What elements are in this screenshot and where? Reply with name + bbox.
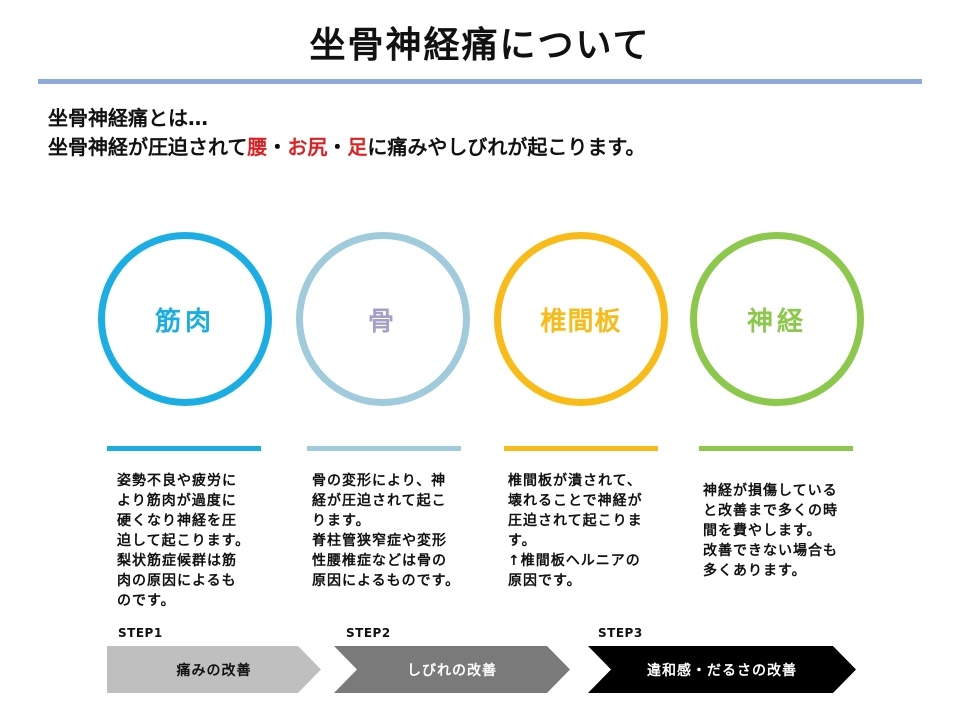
highlight-waist: 腰 [247, 135, 268, 159]
step-label-3: STEP3 [598, 626, 643, 640]
step-arrow-1: 痛みの改善 [107, 646, 321, 693]
intro-text: 坐骨神経痛とは… 坐骨神経が圧迫されて腰・お尻・足に痛みやしびれが起こります。 [48, 104, 645, 162]
step-arrow-3: 違和感・だるさの改善 [588, 646, 856, 693]
cause-circle-disc: 椎間板 [494, 232, 668, 406]
cause-description-nerve: 神経が損傷している と改善まで多くの時 間を費やします。 改善できない場合も 多… [703, 483, 838, 579]
highlight-buttocks: お尻 [287, 135, 328, 159]
cause-label-nerve: 神経 [746, 306, 807, 337]
cause-circle-muscle: 筋肉 [98, 232, 272, 406]
step-label-2: STEP2 [346, 626, 391, 640]
divider-nerve [699, 446, 853, 451]
step-text-3: 違和感・だるさの改善 [647, 662, 797, 679]
divider-bone [307, 446, 461, 451]
intro-separator: ・ [327, 135, 348, 159]
step-label-1: STEP1 [118, 626, 163, 640]
cause-label-disc: 椎間板 [540, 306, 622, 337]
step-arrow-2: しびれの改善 [334, 646, 570, 693]
step-text-2: しびれの改善 [407, 662, 497, 679]
cause-circle-nerve: 神経 [690, 232, 864, 406]
title-underline [38, 79, 922, 84]
step-text-1: 痛みの改善 [176, 662, 252, 679]
highlight-legs: 足 [347, 135, 368, 159]
intro-line-1: 坐骨神経痛とは… [48, 106, 208, 130]
intro-prefix: 坐骨神経が圧迫されて [48, 135, 248, 159]
divider-muscle [107, 446, 261, 451]
page-title: 坐骨神経痛について [309, 25, 651, 66]
intro-suffix: に痛みやしびれが起こります。 [367, 135, 646, 159]
cause-description-disc: 椎間板が潰されて、 壊れることで神経が 圧迫されて起こりま す。 ↑椎間板ヘルニ… [508, 473, 643, 589]
cause-description-bone: 骨の変形により、神 経が圧迫されて起こ ります。 脊柱管狭窄症や変形 性腰椎症な… [312, 473, 461, 589]
intro-separator: ・ [267, 135, 288, 159]
cause-label-muscle: 筋肉 [154, 306, 215, 337]
cause-circle-bone: 骨 [296, 232, 470, 406]
cause-description-muscle: 姿勢不良や疲労に より筋肉が過度に 硬くなり神経を圧 迫して起こります。 梨状筋… [117, 473, 251, 609]
cause-label-bone: 骨 [367, 306, 398, 337]
divider-disc [504, 446, 658, 451]
intro-line-2: 坐骨神経が圧迫されて腰・お尻・足に痛みやしびれが起こります。 [48, 133, 645, 162]
